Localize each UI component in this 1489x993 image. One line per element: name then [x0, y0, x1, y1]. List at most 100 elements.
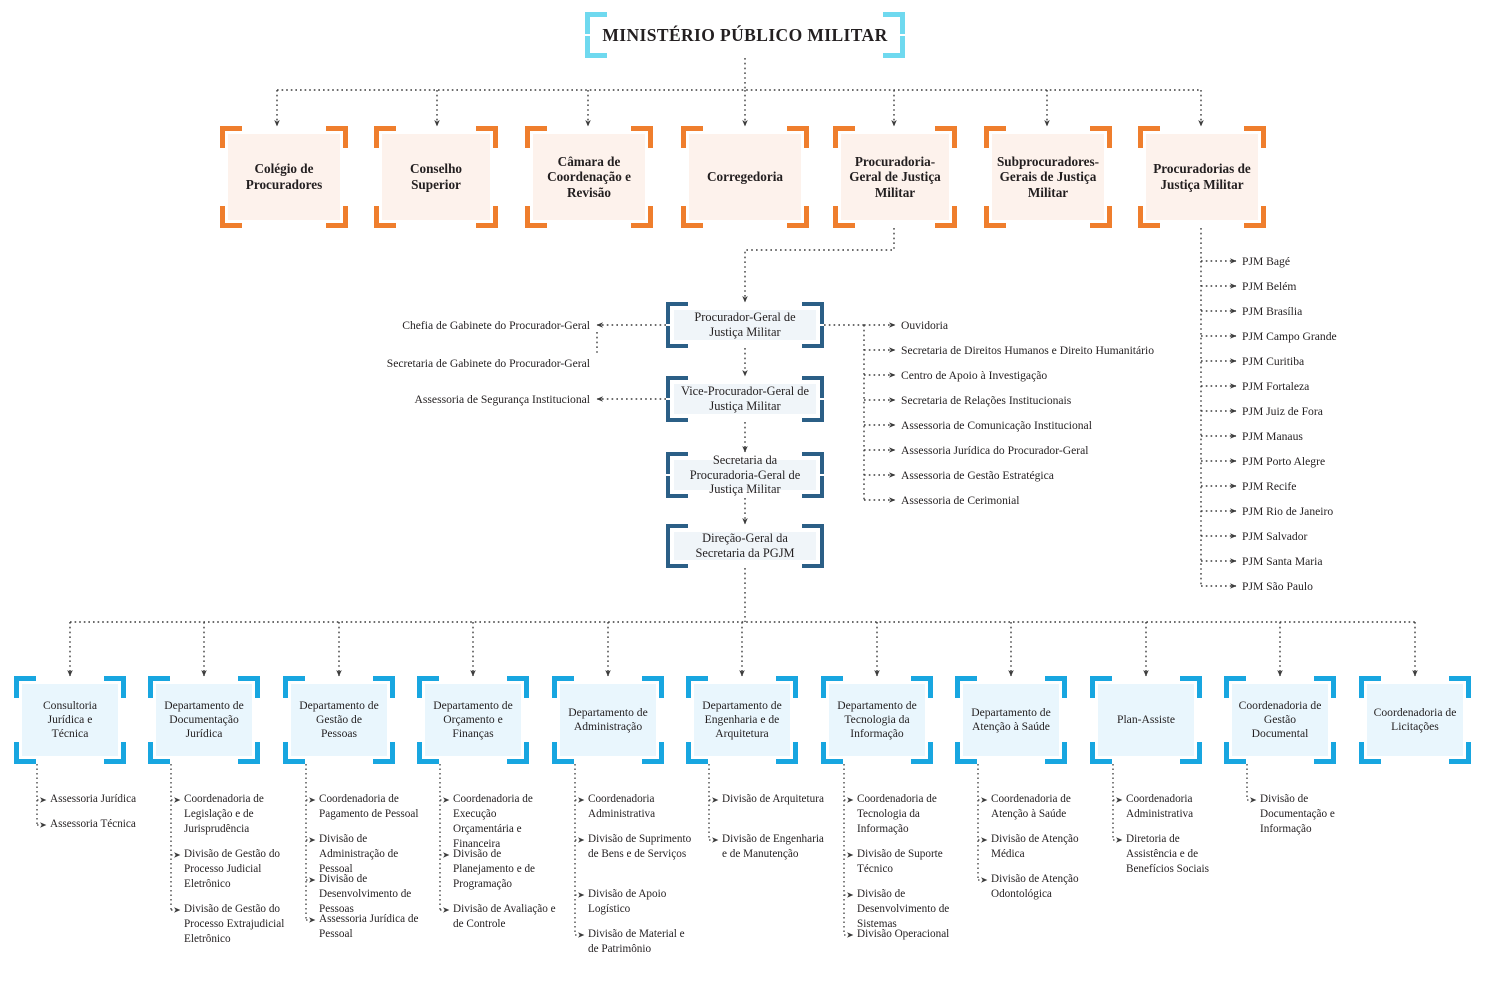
dept-child-departamento-de-tecnologia-da-informacao-divisao-de-desenvolvimento-de-sistemas[interactable]: Divisão de Desenvolvimento de Sistemas	[857, 888, 950, 930]
dept-child-departamento-de-gestao-de-pessoas-divisao-de-desenvolvimento-de-pessoas[interactable]: Divisão de Desenvolvimento de Pessoas	[319, 873, 412, 915]
pjm-item-pjm-rio-de-janeiro[interactable]: PJM Rio de Janeiro	[1242, 505, 1334, 518]
dept-child-departamento-de-gestao-de-pessoas-divisao-de-administracao-de-pessoal[interactable]: Divisão de Administração de Pessoal	[319, 833, 399, 875]
dept-child-departamento-de-administracao-divisao-de-material-e-de-patrimonio[interactable]: Divisão de Material e de Patrimônio	[588, 928, 685, 955]
dept-child-departamento-de-gestao-de-pessoas-coordenadoria-de-pagamento-de-pessoal[interactable]: Coordenadoria de Pagamento de Pessoal	[319, 793, 419, 820]
bracket-corner-tr	[476, 126, 498, 148]
spine-box-procurador-geral-de-justica-militar[interactable]: Procurador-Geral de Justiça Militar	[666, 302, 824, 348]
dept-box-coordenadoria-de-gestao-documental[interactable]: Coordenadoria de Gestão Documental	[1224, 676, 1336, 764]
dept-box-departamento-de-gestao-de-pessoas[interactable]: Departamento de Gestão de Pessoas	[283, 676, 395, 764]
pgjm-unit-assessoria-de-comunicacao-institucional[interactable]: Assessoria de Comunicação Institucional	[901, 419, 1092, 432]
pjm-item-pjm-recife[interactable]: PJM Recife	[1242, 480, 1297, 493]
pjm-item-pjm-santa-maria[interactable]: PJM Santa Maria	[1242, 555, 1323, 568]
dept-child-departamento-de-documentacao-juridica-coordenadoria-de-legislacao-e-de-jurisprudenci[interactable]: Coordenadoria de Legislação e de Jurispr…	[184, 793, 264, 835]
pjm-item-pjm-manaus[interactable]: PJM Manaus	[1242, 430, 1303, 443]
pgjm-unit-secretaria-de-relacoes-institucionais[interactable]: Secretaria de Relações Institucionais	[901, 394, 1072, 407]
bracket-corner-tr	[802, 376, 824, 398]
dept-child-departamento-de-atencao-a-saude-divisao-de-atencao-medica[interactable]: Divisão de Atenção Médica	[991, 833, 1079, 860]
pjm-item-pjm-curitiba[interactable]: PJM Curitiba	[1242, 355, 1305, 368]
dept-child-consultoria-juridica-e-tecnica-assessoria-juridica[interactable]: Assessoria Jurídica	[50, 793, 137, 805]
pgjm-unit-ouvidoria[interactable]: Ouvidoria	[901, 319, 949, 332]
pjm-item-pjm-juiz-de-fora[interactable]: PJM Juiz de Fora	[1242, 405, 1323, 418]
dept-child-departamento-de-atencao-a-saude-divisao-de-atencao-odontologica[interactable]: Divisão de Atenção Odontológica	[991, 873, 1079, 900]
dept-child-departamento-de-orcamento-e-financas-coordenadoria-de-execucao-orcamentaria-e-finan[interactable]: Coordenadoria de Execução Orçamentária e…	[453, 793, 533, 850]
pgjm-unit-assessoria-juridica-do-procurador-geral[interactable]: Assessoria Jurídica do Procurador-Geral	[901, 444, 1089, 457]
bracket-corner-tr	[631, 126, 653, 148]
dept-box-plan-assiste[interactable]: Plan-Assiste	[1090, 676, 1202, 764]
spine-box-vice-procurador-geral-de-justica-militar[interactable]: Vice-Procurador-Geral de Justiça Militar	[666, 376, 824, 422]
tier2-box-conselho-superior-label: Conselho Superior	[409, 161, 463, 192]
bracket-corner-br	[642, 742, 664, 764]
dept-child-departamento-de-engenharia-e-de-arquitetura-divisao-de-engenharia-e-de-manutencao[interactable]: Divisão de Engenharia e de Manutenção	[722, 833, 824, 860]
dept-child-departamento-de-atencao-a-saude-coordenadoria-de-atencao-a-saude[interactable]: Coordenadoria de Atenção à Saúde	[991, 793, 1071, 820]
dept-box-departamento-de-atencao-a-saude[interactable]: Departamento de Atenção à Saúde	[955, 676, 1067, 764]
bracket-corner-tr	[326, 126, 348, 148]
pjm-item-pjm-belem[interactable]: PJM Belém	[1242, 280, 1297, 293]
bracket-corner-br	[802, 546, 824, 568]
tier2-box-camara-de-coordenacao-e-revisao[interactable]: Câmara de Coordenação e Revisão	[525, 126, 653, 228]
bracket-corner-tr	[787, 126, 809, 148]
pjm-item-pjm-campo-grande[interactable]: PJM Campo Grande	[1242, 330, 1337, 343]
bracket-corner-bl	[283, 742, 305, 764]
dept-child-plan-assiste-coordenadoria-administrativa[interactable]: Coordenadoria Administrativa	[1126, 793, 1194, 820]
dept-box-departamento-de-orcamento-e-financas[interactable]: Departamento de Orçamento e Finanças	[417, 676, 529, 764]
bracket-corner-bl	[686, 742, 708, 764]
dept-child-departamento-de-gestao-de-pessoas-assessoria-juridica-de-pessoal[interactable]: Assessoria Jurídica de Pessoal	[319, 913, 419, 940]
dept-box-departamento-de-documentacao-juridica-label: Departamento de Documentação Jurídica	[164, 699, 244, 740]
dept-box-departamento-de-engenharia-e-de-arquitetura[interactable]: Departamento de Engenharia e de Arquitet…	[686, 676, 798, 764]
left-item-secretaria-de-gabinete-do-procurador-geral[interactable]: Secretaria de Gabinete do Procurador-Ger…	[386, 357, 590, 370]
dept-child-departamento-de-administracao-divisao-de-suprimento-de-bens-e-de-servicos[interactable]: Divisão de Suprimento de Bens e de Servi…	[588, 833, 692, 860]
tier2-box-procuradoria-geral-de-justica-militar[interactable]: Procuradoria-Geral de Justiça Militar	[833, 126, 957, 228]
dept-box-departamento-de-administracao[interactable]: Departamento de Administração	[552, 676, 664, 764]
dept-child-departamento-de-tecnologia-da-informacao-divisao-de-suporte-tecnico[interactable]: Divisão de Suporte Técnico	[857, 848, 943, 875]
dept-child-departamento-de-tecnologia-da-informacao-divisao-operacional[interactable]: Divisão Operacional	[857, 928, 950, 940]
bracket-corner-tr	[1180, 676, 1202, 698]
pjm-item-pjm-porto-alegre[interactable]: PJM Porto Alegre	[1242, 455, 1326, 468]
bracket-corner-br	[631, 206, 653, 228]
pgjm-unit-assessoria-de-gestao-estrategica[interactable]: Assessoria de Gestão Estratégica	[901, 469, 1054, 482]
pjm-item-pjm-bage[interactable]: PJM Bagé	[1242, 255, 1290, 268]
tier2-box-colegio-de-procuradores[interactable]: Colégio de Procuradores	[220, 126, 348, 228]
dept-child-departamento-de-orcamento-e-financas-divisao-de-planejamento-e-de-programacao[interactable]: Divisão de Planejamento e de Programação	[453, 848, 536, 890]
dept-child-departamento-de-tecnologia-da-informacao-coordenadoria-de-tecnologia-da-informacao[interactable]: Coordenadoria de Tecnologia da Informaçã…	[857, 793, 937, 835]
bracket-corner-bl	[955, 742, 977, 764]
dept-child-coordenadoria-de-gestao-documental-divisao-de-documentacao-e-informacao[interactable]: Divisão de Documentação e Informação	[1260, 793, 1335, 835]
pjm-item-pjm-salvador[interactable]: PJM Salvador	[1242, 530, 1308, 543]
dept-child-departamento-de-engenharia-e-de-arquitetura-divisao-de-arquitetura[interactable]: Divisão de Arquitetura	[722, 793, 824, 805]
tier2-box-colegio-de-procuradores-label: Colégio de Procuradores	[245, 161, 323, 192]
bracket-corner-br	[1090, 206, 1112, 228]
dept-child-consultoria-juridica-e-tecnica-assessoria-tecnica[interactable]: Assessoria Técnica	[50, 818, 136, 830]
dept-child-departamento-de-administracao-coordenadoria-administrativa[interactable]: Coordenadoria Administrativa	[588, 793, 656, 820]
tier2-box-conselho-superior[interactable]: Conselho Superior	[374, 126, 498, 228]
spine-box-secretaria-da-procuradoria-geral-de-justica-mi[interactable]: Secretaria da Procuradoria-Geral de Just…	[666, 452, 824, 498]
pgjm-unit-assessoria-de-cerimonial[interactable]: Assessoria de Cerimonial	[901, 494, 1020, 507]
dept-box-departamento-de-tecnologia-da-informacao[interactable]: Departamento de Tecnologia da Informação	[821, 676, 933, 764]
bracket-corner-tl	[1138, 126, 1160, 148]
pjm-item-pjm-sao-paulo[interactable]: PJM São Paulo	[1242, 580, 1313, 593]
bracket-corner-tr	[802, 452, 824, 474]
pjm-item-pjm-brasilia[interactable]: PJM Brasília	[1242, 305, 1303, 318]
dept-box-departamento-de-documentacao-juridica[interactable]: Departamento de Documentação Jurídica	[148, 676, 260, 764]
dept-child-departamento-de-documentacao-juridica-divisao-de-gestao-do-processo-judicial-eletron[interactable]: Divisão de Gestão do Processo Judicial E…	[184, 848, 281, 890]
pjm-item-pjm-fortaleza[interactable]: PJM Fortaleza	[1242, 380, 1310, 393]
dept-box-consultoria-juridica-e-tecnica[interactable]: Consultoria Jurídica e Técnica	[14, 676, 126, 764]
dept-box-coordenadoria-de-licitacoes[interactable]: Coordenadoria de Licitações	[1359, 676, 1471, 764]
left-item-chefia-de-gabinete-do-procurador-geral[interactable]: Chefia de Gabinete do Procurador-Geral	[402, 319, 590, 332]
tier2-box-procuradorias-de-justica-militar[interactable]: Procuradorias de Justiça Militar	[1138, 126, 1266, 228]
dept-child-plan-assiste-diretoria-de-assistencia-e-de-beneficios-socia[interactable]: Diretoria de Assistência e de Benefícios…	[1126, 833, 1209, 875]
dept-box-plan-assiste-label: Plan-Assiste	[1117, 713, 1175, 727]
dept-box-departamento-de-orcamento-e-financas-label: Departamento de Orçamento e Finanças	[433, 699, 513, 740]
bracket-corner-tl	[585, 12, 607, 34]
tier2-box-corregedoria[interactable]: Corregedoria	[681, 126, 809, 228]
bracket-corner-tr	[1314, 676, 1336, 698]
bracket-corner-br	[1244, 206, 1266, 228]
dept-child-departamento-de-administracao-divisao-de-apoio-logistico[interactable]: Divisão de Apoio Logístico	[588, 888, 667, 915]
bracket-corner-tr	[1449, 676, 1471, 698]
spine-box-direcao-geral-da-secretaria-da-pgjm[interactable]: Direção-Geral da Secretaria da PGJM	[666, 524, 824, 568]
tier2-box-subprocuradores-gerais-de-justica-militar[interactable]: Subprocuradores-Gerais de Justiça Milita…	[984, 126, 1112, 228]
pgjm-unit-centro-de-apoio-a-investigacao[interactable]: Centro de Apoio à Investigação	[901, 369, 1048, 382]
dept-child-departamento-de-orcamento-e-financas-divisao-de-avaliacao-e-de-controle[interactable]: Divisão de Avaliação e de Controle	[453, 903, 556, 930]
left-item-assessoria-de-seguranca-institucional[interactable]: Assessoria de Segurança Institucional	[414, 393, 590, 406]
pgjm-unit-secretaria-de-direitos-humanos-e-direito-human[interactable]: Secretaria de Direitos Humanos e Direito…	[901, 344, 1155, 357]
dept-child-departamento-de-documentacao-juridica-divisao-de-gestao-do-processo-extrajudicial-el[interactable]: Divisão de Gestão do Processo Extrajudic…	[184, 903, 285, 945]
